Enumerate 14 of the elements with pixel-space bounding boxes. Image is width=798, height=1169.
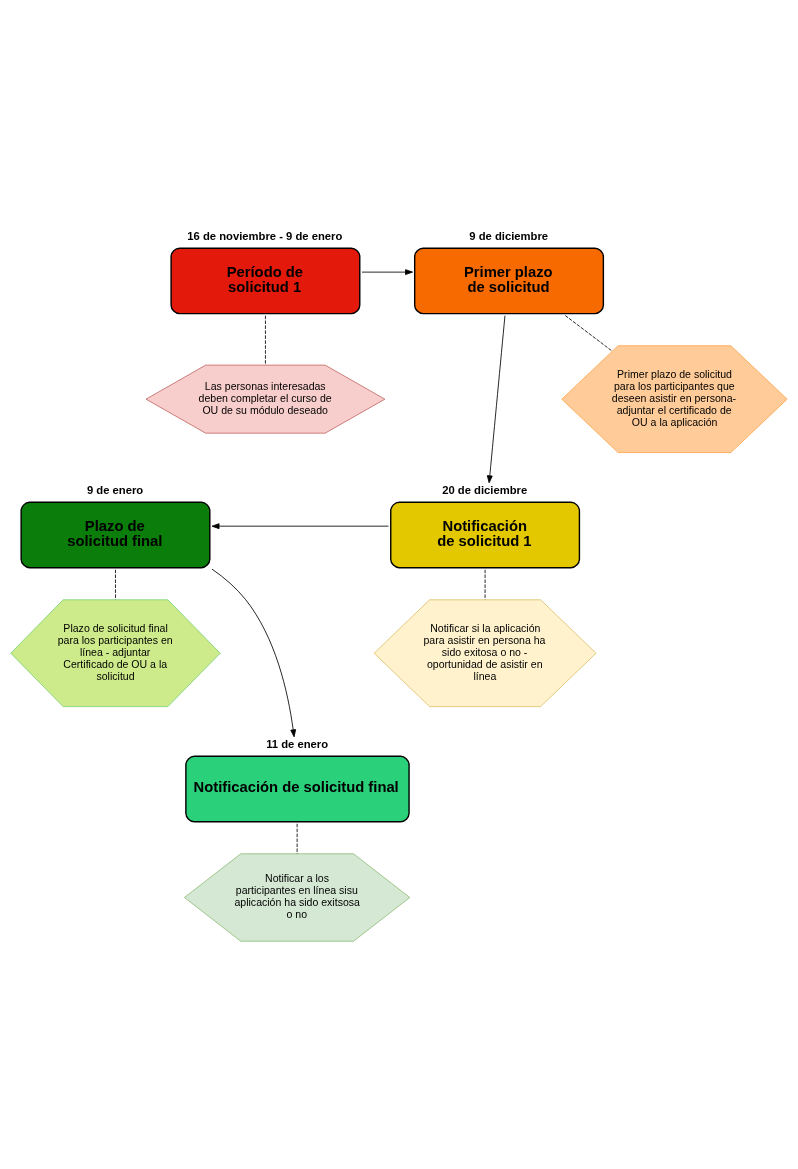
node-label: 20 de diciembre <box>442 483 528 496</box>
arrow <box>211 522 389 529</box>
node-label: 16 de noviembre - 9 de enero <box>187 229 343 242</box>
arrow <box>486 314 506 483</box>
connector <box>296 822 298 854</box>
arrow <box>211 568 297 737</box>
connector <box>265 314 266 365</box>
node-label: 9 de enero <box>86 483 144 496</box>
node-label: 11 de enero <box>266 737 329 750</box>
connector <box>484 568 486 600</box>
connector <box>564 314 613 352</box>
node-label: 9 de diciembre <box>469 229 549 242</box>
arrow <box>361 268 413 275</box>
connector <box>115 568 116 600</box>
